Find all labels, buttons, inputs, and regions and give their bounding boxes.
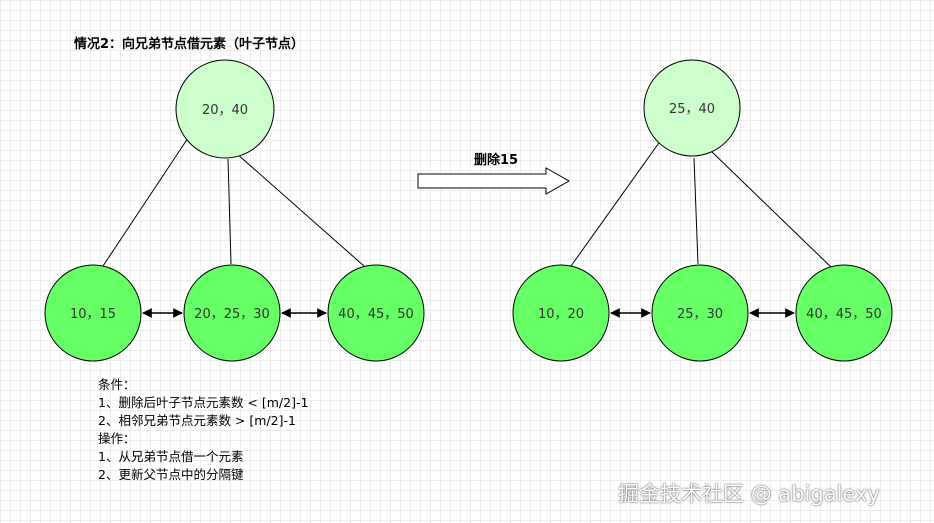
after-root-node: 25，40	[643, 59, 741, 157]
notes-condition-1: 1、删除后叶子节点元素数 < [m/2]-1	[98, 395, 309, 410]
watermark: 掘金技术社区 @ abigalexy	[618, 482, 880, 506]
after-leaf-node-3: 40，45，50	[795, 264, 893, 362]
after-leaf-2-keys: 25，30	[677, 307, 723, 322]
notes-operation-heading: 操作：	[98, 431, 136, 446]
before-leaf-node-2: 20，25，30	[183, 264, 281, 362]
after-leaf-1-keys: 10，20	[538, 307, 584, 322]
after-leaf-node-1: 10，20	[512, 264, 610, 362]
after-leaf-node-2: 25，30	[651, 264, 749, 362]
diagram-title: 情况2：向兄弟节点借元素（叶子节点）	[74, 37, 305, 52]
after-root-keys: 25，40	[669, 102, 715, 117]
before-leaf-node-1: 10，15	[44, 264, 142, 362]
edge-after-root-leaf3	[709, 149, 833, 269]
before-root-node: 20，40	[175, 59, 275, 159]
before-leaf-1-keys: 10，15	[70, 307, 116, 322]
transition-label: 删除15	[474, 152, 518, 168]
before-leaf-node-3: 40，45，50	[327, 264, 425, 362]
edge-before-root-leaf1	[102, 137, 189, 267]
edge-before-root-leaf3	[235, 152, 365, 267]
edge-after-root-leaf1	[570, 139, 662, 267]
edge-after-root-leaf2	[693, 157, 699, 265]
before-leaf-3-keys: 40，45，50	[338, 307, 414, 322]
notes-condition-heading: 条件：	[98, 377, 136, 392]
transition-arrow	[417, 167, 571, 195]
notes-operation-1: 1、从兄弟节点借一个元素	[98, 449, 244, 464]
before-root-keys: 20，40	[202, 103, 248, 118]
after-leaf-3-keys: 40，45，50	[806, 307, 882, 322]
notes-condition-2: 2、相邻兄弟节点元素数 > [m/2]-1	[98, 413, 296, 428]
edge-before-root-leaf2	[227, 158, 232, 265]
notes-block: 条件： 1、删除后叶子节点元素数 < [m/2]-1 2、相邻兄弟节点元素数 >…	[98, 376, 308, 484]
before-leaf-2-keys: 20，25，30	[194, 307, 270, 322]
notes-operation-2: 2、更新父节点中的分隔键	[98, 467, 244, 482]
